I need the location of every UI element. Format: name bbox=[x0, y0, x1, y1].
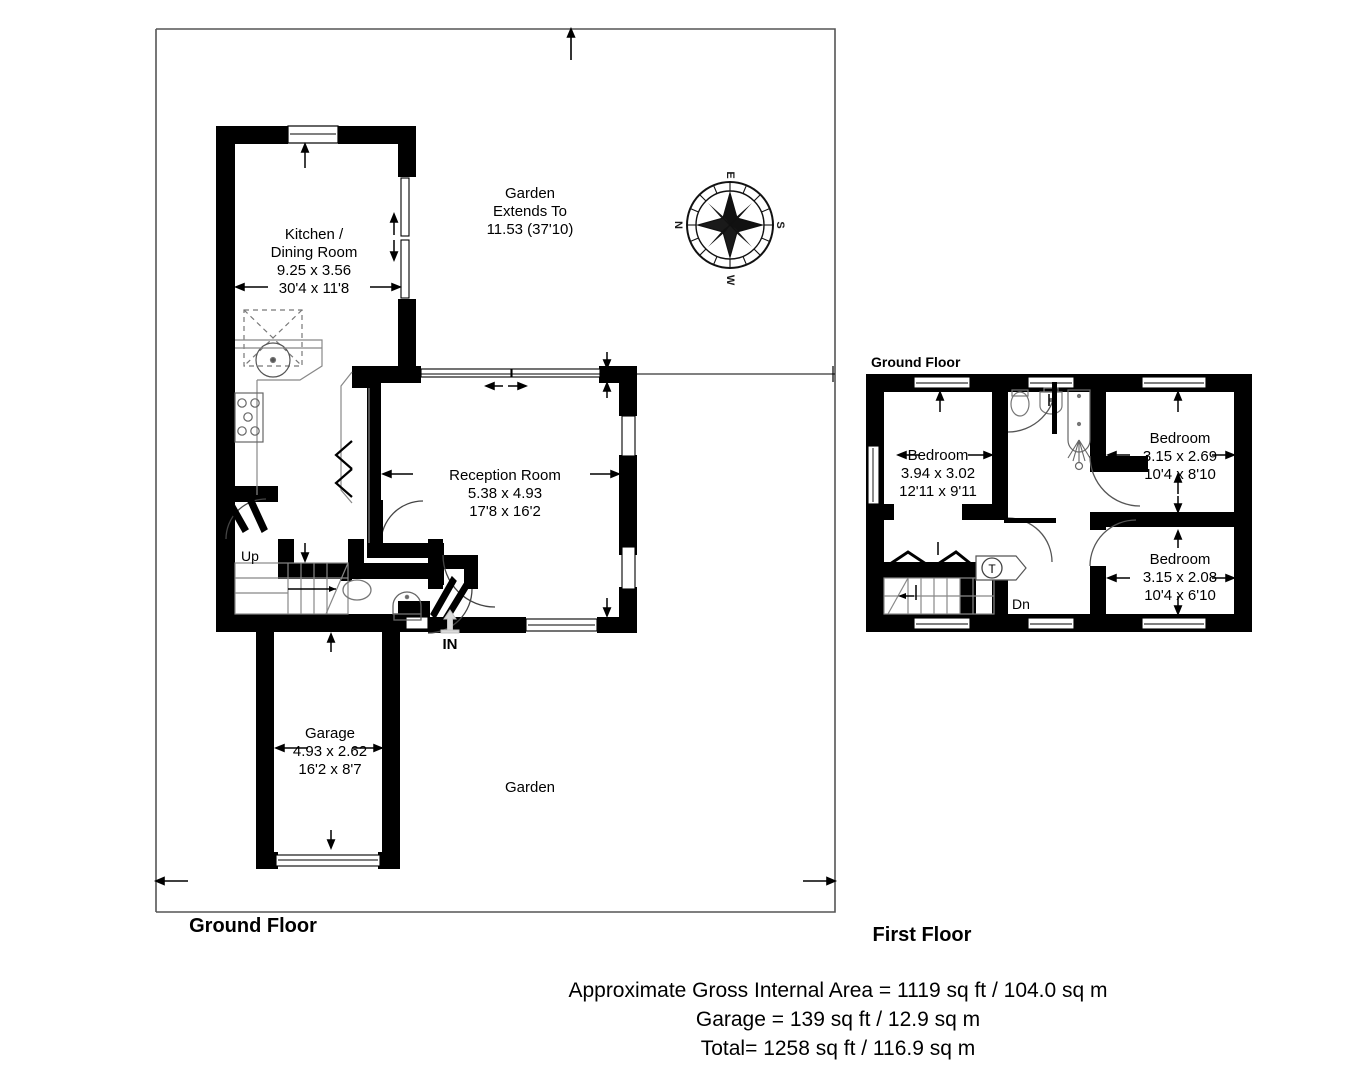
ground-floor-windows bbox=[275, 125, 636, 867]
bedroom-1-imperial: 12'11 x 9'11 bbox=[899, 483, 977, 500]
boundary-dimension-arrows bbox=[153, 26, 838, 886]
first-floor-stair-bulkhead bbox=[883, 550, 977, 570]
reception-room-metric: 5.38 x 4.93 bbox=[468, 485, 542, 502]
compass-label-east: E bbox=[724, 171, 736, 178]
garage-metric: 4.93 x 2.62 bbox=[293, 743, 367, 760]
garden-extends-line2: Extends To bbox=[493, 203, 567, 220]
first-floor-caption: First Floor bbox=[873, 924, 972, 946]
ground-floor-doors bbox=[221, 440, 496, 634]
tank-marker-label: T bbox=[988, 562, 996, 576]
plot-boundary bbox=[155, 28, 836, 913]
garden-label: Garden bbox=[505, 779, 555, 796]
reception-room-imperial: 17'8 x 16'2 bbox=[469, 503, 541, 520]
first-floor-dimension-arrows bbox=[896, 390, 1236, 616]
reception-room-label: Reception Room bbox=[449, 467, 561, 484]
hall-detail-lines bbox=[340, 371, 370, 543]
bedroom-2-metric: 3.15 x 2.69 bbox=[1143, 448, 1217, 465]
compass-label-west: W bbox=[724, 275, 736, 286]
kitchen-dining-label-line1: Kitchen / bbox=[285, 226, 344, 243]
area-summary-line1: Approximate Gross Internal Area = 1119 s… bbox=[568, 979, 1107, 1002]
ground-floor-caption: Ground Floor bbox=[189, 915, 317, 937]
ground-floor-staircase bbox=[234, 562, 349, 615]
first-floor-tank-marker: T bbox=[975, 555, 1027, 581]
first-floor-door-leaves bbox=[1004, 382, 1057, 523]
bedroom-2-imperial: 10'4 x 8'10 bbox=[1144, 466, 1216, 483]
entrance-label: IN bbox=[443, 636, 458, 653]
compass-label-south: S bbox=[774, 221, 786, 228]
kitchen-dining-metric: 9.25 x 3.56 bbox=[277, 262, 351, 279]
bedroom-3-label: Bedroom bbox=[1150, 551, 1211, 568]
bedroom-1-label: Bedroom bbox=[908, 447, 969, 464]
entrance-arrow-icon bbox=[440, 609, 460, 634]
area-summary-line2: Garage = 139 sq ft / 12.9 sq m bbox=[696, 1008, 980, 1031]
stairs-down-label: Dn bbox=[1012, 596, 1030, 612]
stairs-up-label: Up bbox=[241, 548, 259, 564]
compass-label-north: N bbox=[672, 221, 684, 229]
ground-floor-dimension-arrows bbox=[234, 142, 621, 850]
compass-rose: E S W N bbox=[672, 171, 786, 285]
kitchen-fittings bbox=[234, 309, 323, 495]
bedroom-1-metric: 3.94 x 3.02 bbox=[901, 465, 975, 482]
garage-imperial: 16'2 x 8'7 bbox=[298, 761, 361, 778]
first-floor-plan-tag: Ground Floor bbox=[871, 354, 961, 370]
wc-fittings bbox=[342, 579, 422, 621]
kitchen-dining-label-line2: Dining Room bbox=[271, 244, 358, 261]
bedroom-2-label: Bedroom bbox=[1150, 430, 1211, 447]
bedroom-3-metric: 3.15 x 2.08 bbox=[1143, 569, 1217, 586]
area-summary-line3: Total= 1258 sq ft / 116.9 sq m bbox=[701, 1037, 976, 1060]
garden-extends-line1: Garden bbox=[505, 185, 555, 202]
garden-extent-line bbox=[418, 366, 835, 382]
kitchen-dining-imperial: 30'4 x 11'8 bbox=[279, 280, 350, 297]
garden-extends-line3: 11.53 (37'10) bbox=[487, 221, 574, 238]
first-floor-windows bbox=[867, 376, 1207, 630]
garage-label: Garage bbox=[305, 725, 355, 742]
ground-floor-walls bbox=[216, 126, 637, 869]
first-floor-staircase bbox=[883, 577, 995, 615]
bedroom-3-imperial: 10'4 x 6'10 bbox=[1144, 587, 1216, 604]
